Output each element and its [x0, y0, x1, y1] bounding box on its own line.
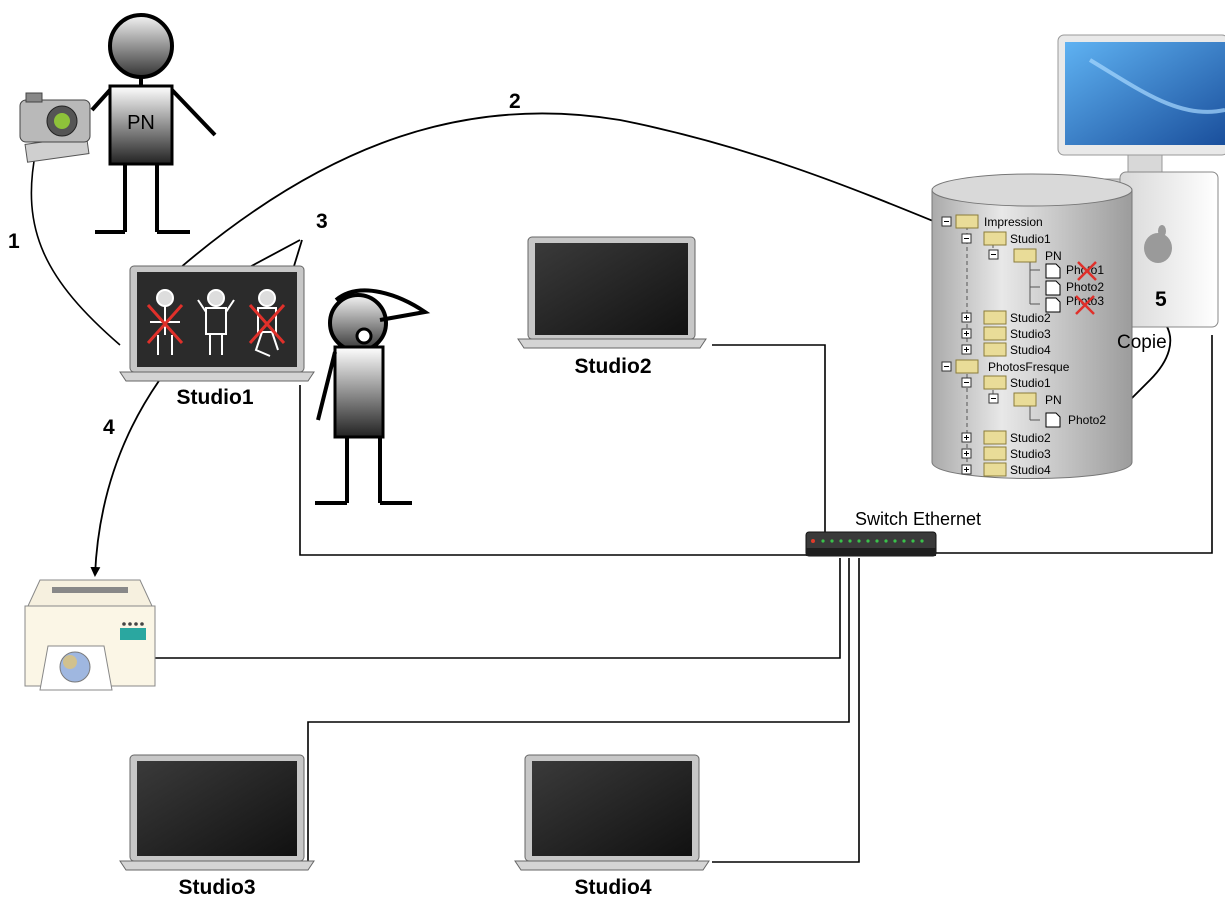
- laptop-label-studio1: Studio1: [177, 386, 254, 409]
- tree-label-fr-photo2: Photo2: [1068, 413, 1106, 427]
- tree-node-photo1: Photo1: [1045, 261, 1104, 281]
- tree-node-fr-studio1: Studio1: [961, 375, 1051, 390]
- tree-node-photo2: Photo2: [1045, 280, 1104, 296]
- cable-printer: [152, 558, 841, 659]
- reject-mark-2: [248, 303, 286, 345]
- tree-label-photo3: Photo3: [1066, 294, 1104, 308]
- server-tower: [1119, 171, 1219, 328]
- folder-tree: Impression Studio1 PN Photo1 Photo2 Phot…: [941, 214, 1106, 477]
- tree-label-photo2: Photo2: [1066, 280, 1104, 294]
- step-1: 1: [8, 230, 20, 253]
- arrow-2: [179, 112, 994, 269]
- tree-node-fr-studio3: Studio3: [961, 446, 1051, 461]
- tree-label-impression: Impression: [984, 215, 1043, 229]
- tree-node-imp-studio1: Studio1: [961, 231, 1051, 246]
- laptop-studio4[interactable]: Studio4: [514, 754, 710, 899]
- network-cables: [30, 149, 1213, 863]
- tree-label-imp-studio4: Studio4: [1010, 343, 1051, 357]
- tree-label-imp-studio2: Studio2: [1010, 311, 1051, 325]
- step-4: 4: [103, 416, 115, 439]
- laptop-studio3[interactable]: Studio3: [119, 754, 315, 899]
- photo-selected: [197, 289, 235, 355]
- printer-icon[interactable]: [24, 579, 156, 691]
- tree-node-fr-photo2: Photo2: [1045, 412, 1106, 428]
- laptop-label-studio3: Studio3: [179, 876, 256, 899]
- laptop-studio1[interactable]: Studio1: [119, 265, 315, 409]
- tree-node-imp-studio3: Studio3: [961, 326, 1051, 341]
- switch-port-leds: [821, 539, 924, 543]
- cable-studio2: [712, 344, 826, 540]
- tree-node-impression: Impression: [941, 214, 1043, 229]
- tree-node-imp-studio2: Studio2: [961, 310, 1051, 325]
- tree-label-fr-pn: PN: [1045, 393, 1062, 407]
- tree-label-imp-studio3: Studio3: [1010, 327, 1051, 341]
- person-badge: PN: [127, 112, 155, 134]
- ethernet-switch[interactable]: Switch Ethernet: [805, 509, 981, 557]
- person-viewer: [315, 288, 431, 505]
- cable-studio4: [712, 558, 860, 863]
- monitor-icon: [1057, 34, 1225, 186]
- reject-mark-1: [146, 303, 184, 345]
- step-2: 2: [509, 90, 521, 113]
- laptop-label-studio4: Studio4: [575, 876, 652, 899]
- copy-label: Copie: [1117, 332, 1167, 353]
- tree-node-fresque: PhotosFresque: [941, 359, 1070, 374]
- file-server-cylinder: [931, 173, 1133, 479]
- laptop-label-studio2: Studio2: [575, 355, 652, 378]
- switch-label: Switch Ethernet: [855, 509, 981, 529]
- tree-label-fresque: PhotosFresque: [988, 360, 1070, 374]
- cable-studio3: [307, 558, 850, 862]
- tree-node-fr-studio2: Studio2: [961, 430, 1051, 445]
- photo-rejected-2: [254, 289, 279, 357]
- tree-node-imp-studio4: Studio4: [961, 342, 1051, 357]
- laptop-studio2[interactable]: Studio2: [517, 236, 707, 378]
- step-3: 3: [316, 210, 328, 233]
- camera-icon: [19, 92, 91, 163]
- cable-camera: [30, 149, 121, 346]
- tree-node-fr-studio4: Studio4: [961, 462, 1051, 477]
- tree-label-imp-pn: PN: [1045, 249, 1062, 263]
- tree-label-fr-studio3: Studio3: [1010, 447, 1051, 461]
- tree-label-fr-studio4: Studio4: [1010, 463, 1051, 477]
- step-5: 5: [1155, 288, 1167, 311]
- tree-node-photo3: Photo3: [1045, 294, 1104, 315]
- step-numbers: 1 2 3 4 5: [8, 90, 1167, 439]
- tree-node-imp-pn: PN: [988, 248, 1062, 263]
- tree-label-imp-studio1: Studio1: [1010, 232, 1051, 246]
- person-pn: PN: [90, 13, 217, 234]
- tree-node-fr-pn: PN: [988, 392, 1062, 407]
- cable-server: [935, 335, 1213, 554]
- tree-label-fr-studio1: Studio1: [1010, 376, 1051, 390]
- tree-label-fr-studio2: Studio2: [1010, 431, 1051, 445]
- cable-studio1: [299, 385, 808, 556]
